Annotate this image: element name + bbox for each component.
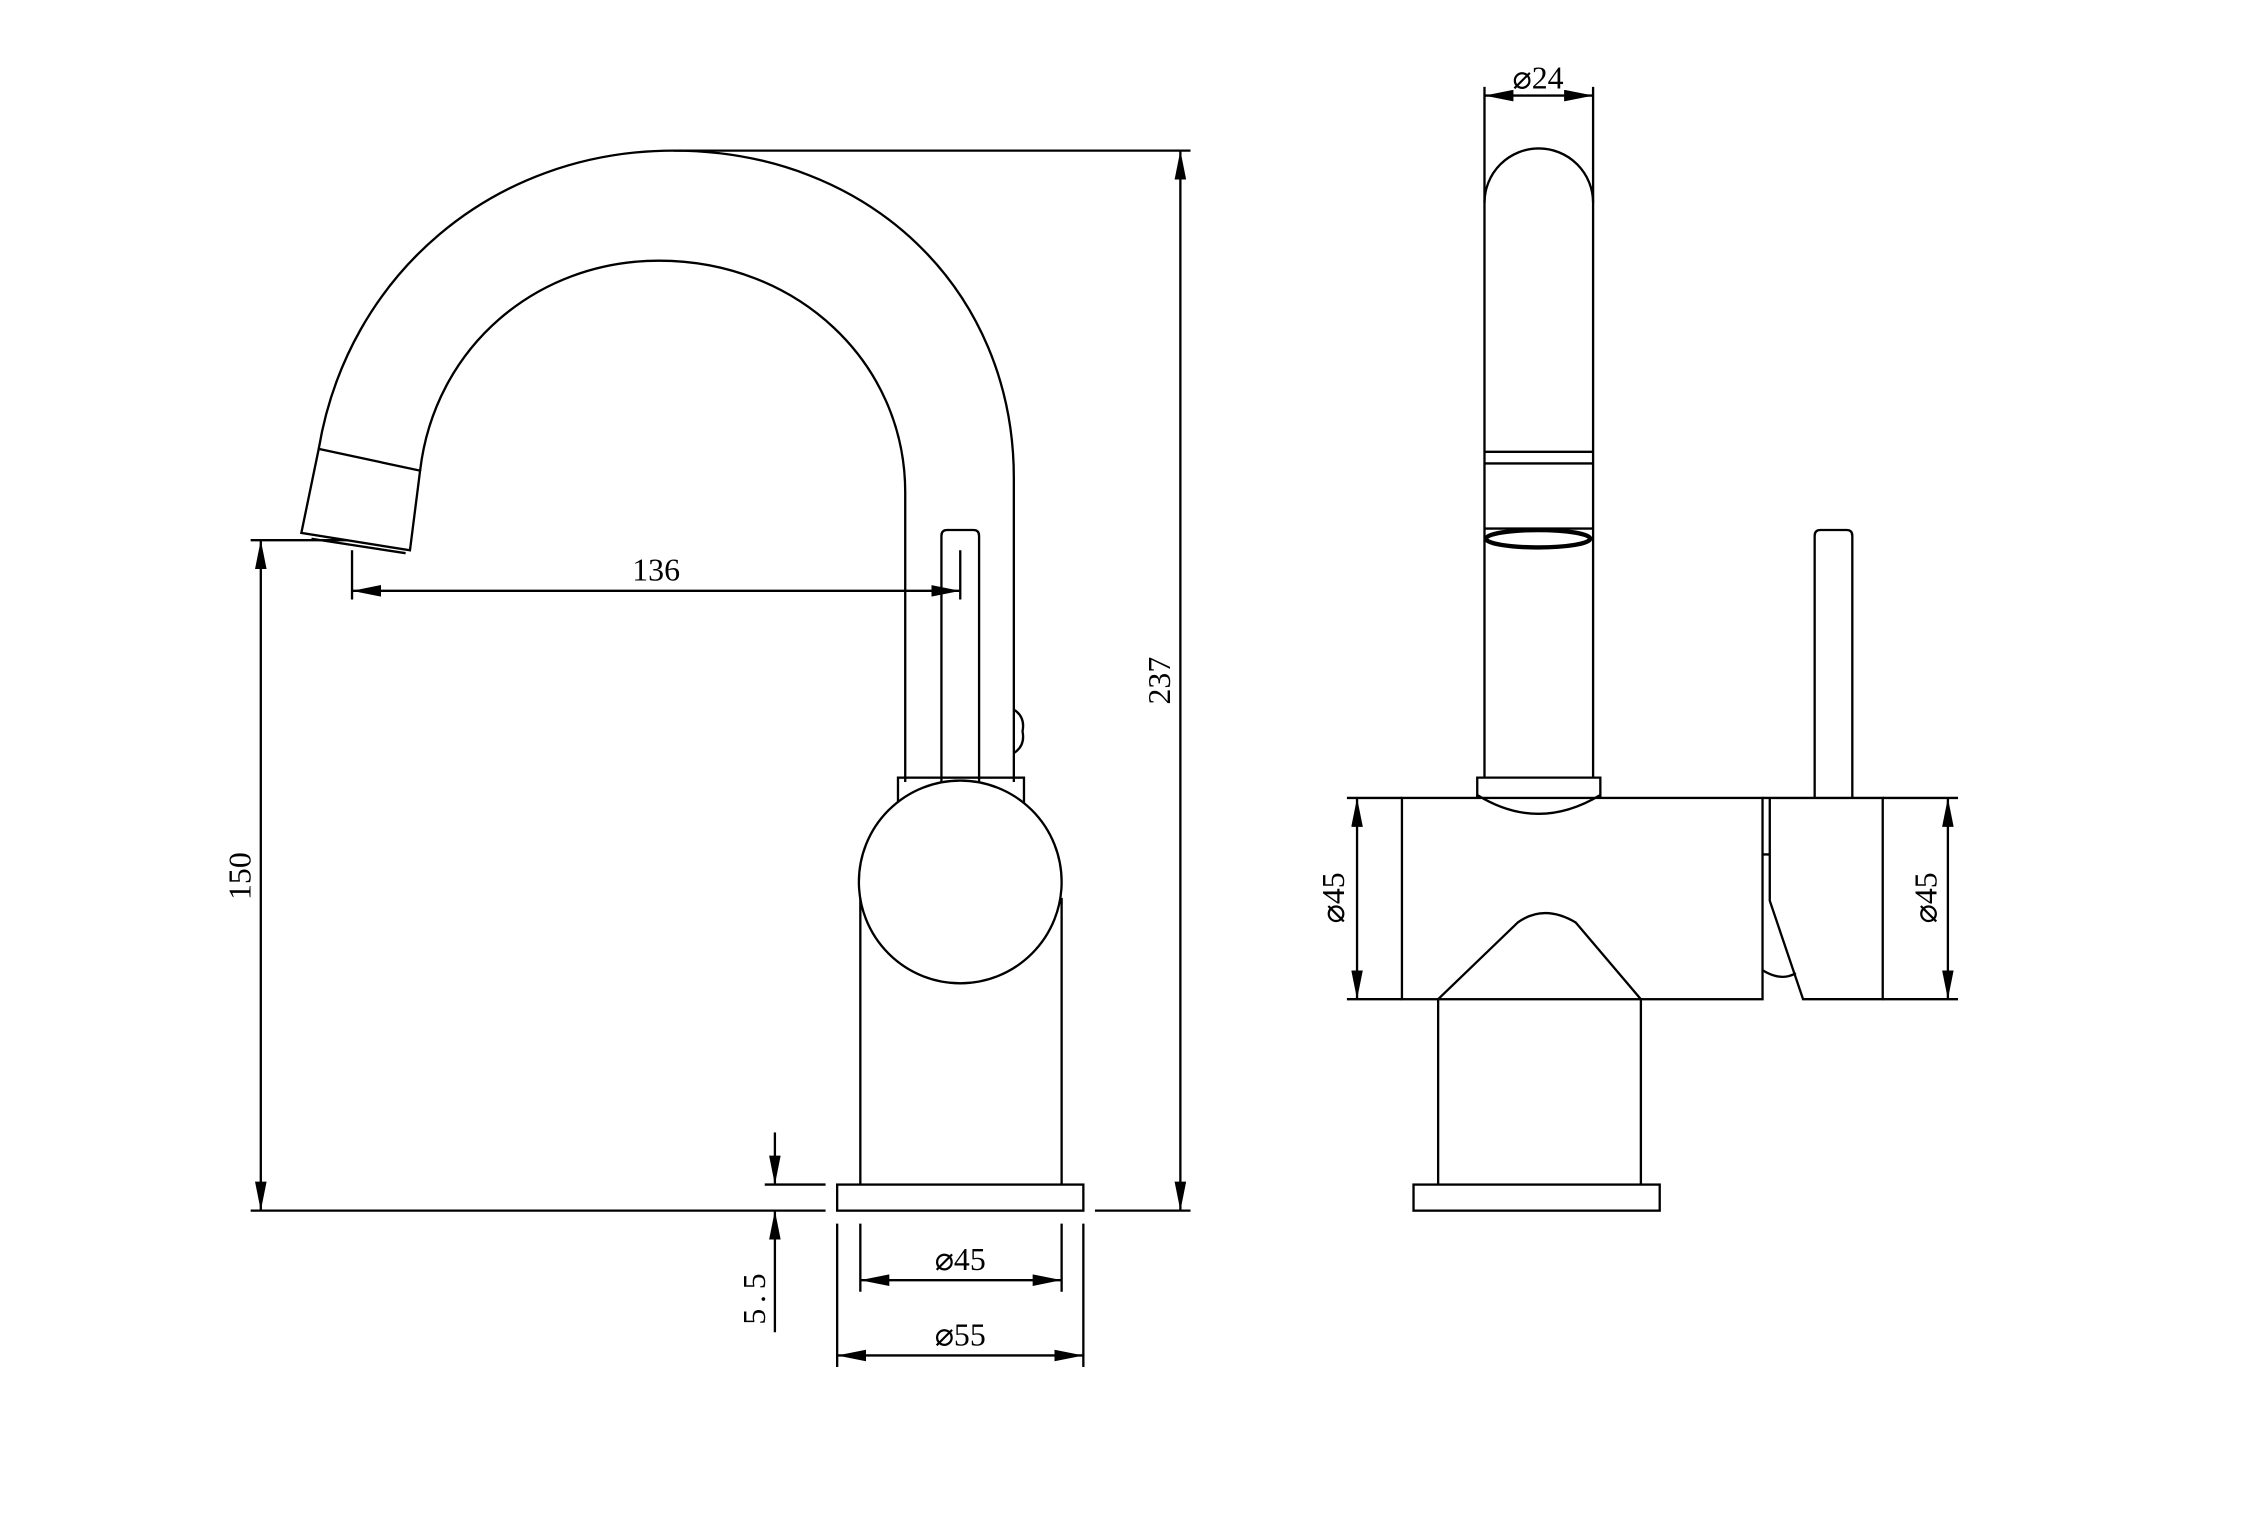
label-handle-d45: ⌀45 xyxy=(1908,872,1943,923)
body xyxy=(859,897,1063,1185)
lever-stem xyxy=(940,528,981,797)
base-plate xyxy=(1412,1183,1661,1212)
extension-lines-top xyxy=(1483,86,1595,203)
spout-outer xyxy=(317,149,1015,782)
label-136: 136 xyxy=(632,553,680,588)
aerator-outlet xyxy=(1483,527,1593,550)
handle xyxy=(1761,796,1884,1001)
label-d24: ⌀24 xyxy=(1513,60,1564,95)
label-5-5: 5.5 xyxy=(737,1267,772,1324)
collar xyxy=(1476,776,1602,816)
label-d55: ⌀55 xyxy=(935,1317,986,1352)
spout-inner xyxy=(418,259,907,782)
extension-lines-side xyxy=(1346,796,1959,1001)
side-knob xyxy=(1013,708,1025,755)
spout-tube xyxy=(1483,147,1595,778)
body-cutout xyxy=(1437,912,1642,1001)
handle-disc xyxy=(857,779,1063,985)
front-view: ⌀24 ⌀45 ⌀45 xyxy=(1316,60,1959,1212)
side-view: 136 237 150 5.5 ⌀45 ⌀55 xyxy=(223,149,1191,1368)
label-237: 237 xyxy=(1142,657,1177,705)
lever-stem xyxy=(1813,528,1854,798)
base-plate xyxy=(836,1183,1085,1212)
extension-lines xyxy=(250,149,1191,1368)
lower-body xyxy=(1436,999,1643,1185)
label-150: 150 xyxy=(223,852,258,900)
spout-band xyxy=(1484,450,1594,530)
label-d45: ⌀45 xyxy=(935,1242,986,1277)
aerator xyxy=(299,447,422,555)
body xyxy=(1400,796,1764,1001)
label-body-d45: ⌀45 xyxy=(1316,872,1351,923)
